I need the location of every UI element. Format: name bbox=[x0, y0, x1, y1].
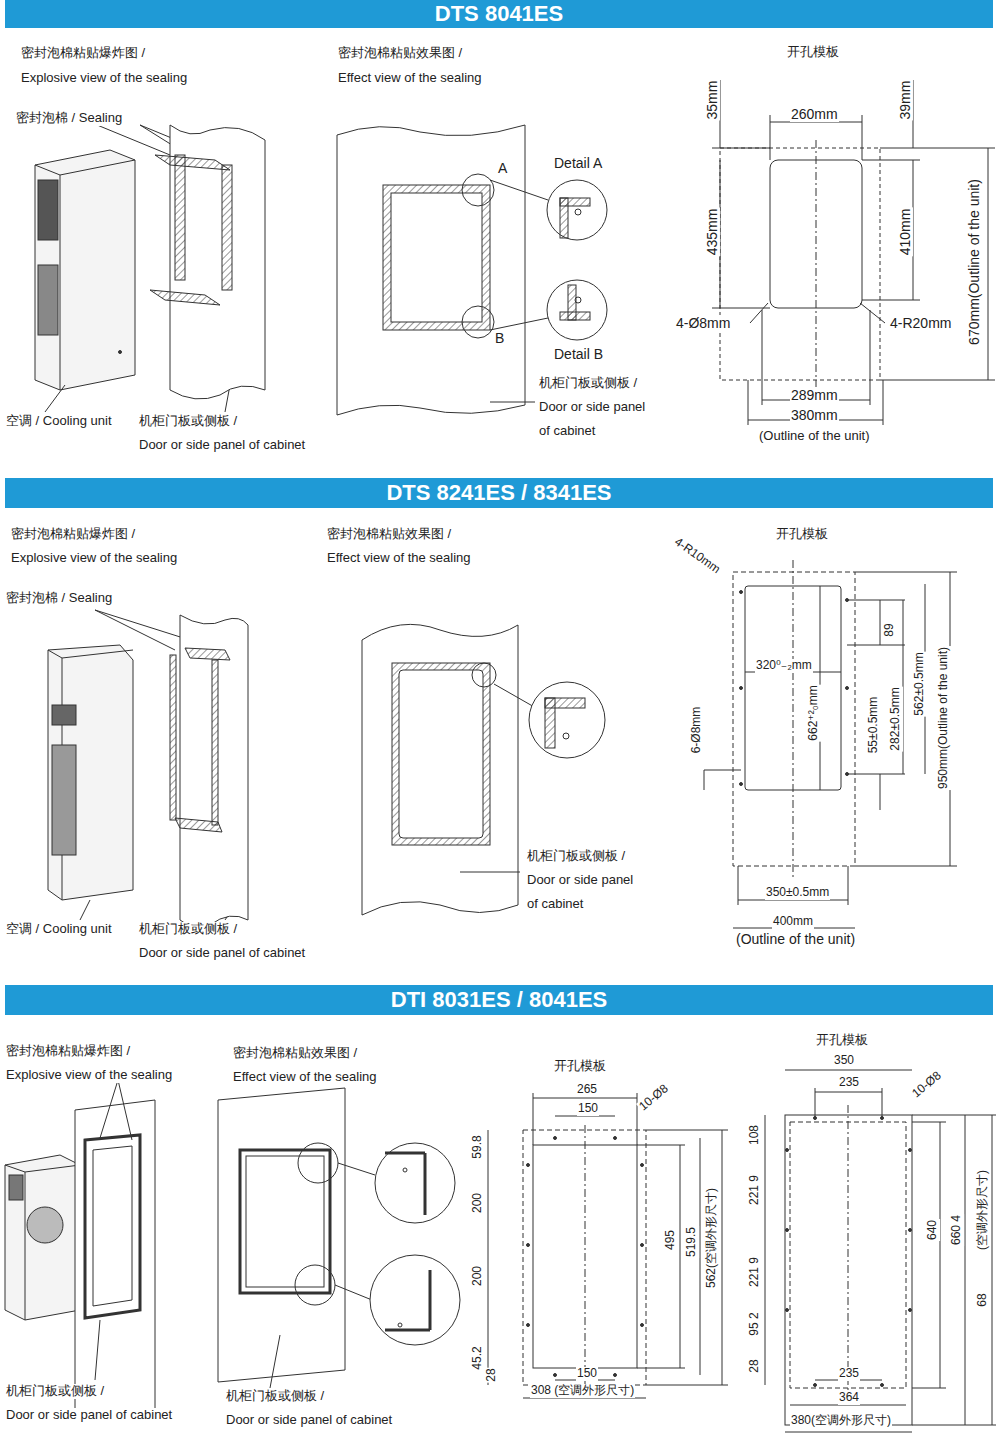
drawing-label: 45.2 bbox=[471, 1345, 485, 1370]
drawing-label: 235 bbox=[838, 1367, 860, 1381]
drawing-label: 660 4 bbox=[950, 1214, 964, 1246]
drawing-label: 机柜门板或侧板 / bbox=[138, 414, 238, 429]
section-title: DTS 8241ES / 8341ES bbox=[386, 480, 611, 506]
drawing-label: 空调 / Cooling unit bbox=[5, 414, 113, 429]
drawing-label: 机柜门板或侧板 / bbox=[526, 849, 626, 864]
drawing-label: of cabinet bbox=[538, 424, 596, 439]
drawing-label: Explosive view of the sealing bbox=[5, 1068, 173, 1083]
cooling-unit bbox=[35, 150, 135, 390]
drawing-label: 289mm bbox=[790, 387, 839, 403]
drawing-label: 562(空调外形尺寸) bbox=[705, 1187, 719, 1289]
drawing-label: 260mm bbox=[790, 106, 839, 122]
drawing-label: 380(空调外形尺寸) bbox=[790, 1414, 892, 1428]
drawing-label: 95 2 bbox=[748, 1311, 762, 1336]
drawing-label: (空调外形尺寸) bbox=[976, 1169, 990, 1251]
drawing-label: 350±0.5mm bbox=[765, 886, 830, 900]
drawing-label: 221 9 bbox=[748, 1174, 762, 1206]
drawing-label: 39mm bbox=[897, 80, 913, 121]
drawing-label: Detail A bbox=[553, 155, 603, 171]
drawing-label: 410mm bbox=[897, 208, 913, 257]
drawing-label: 10-Ø8 bbox=[909, 1068, 945, 1101]
drawing-label: 400mm bbox=[772, 915, 814, 929]
drawing-label: of cabinet bbox=[526, 897, 584, 912]
drawing-label: Door or side panel bbox=[538, 400, 646, 415]
drawing-label: 350 bbox=[833, 1054, 855, 1068]
drawing-label: 562±0.5mm bbox=[913, 651, 927, 716]
drawing-label: 380mm bbox=[790, 407, 839, 423]
drawing-label: 55±0.5mm bbox=[867, 696, 881, 755]
drawing-label: Effect view of the sealing bbox=[232, 1070, 378, 1085]
section-title: DTI 8031ES / 8041ES bbox=[391, 987, 607, 1013]
drawing-label: Door or side panel of cabinet bbox=[225, 1413, 393, 1428]
drawing-label: 150 bbox=[576, 1367, 598, 1381]
drawing-label: Explosive view of the sealing bbox=[10, 551, 178, 566]
drawing-label: 59.8 bbox=[471, 1134, 485, 1159]
cooling-unit bbox=[48, 645, 133, 900]
drawing-label: 150 bbox=[577, 1102, 599, 1116]
drawing-label: Detail B bbox=[553, 346, 604, 362]
drawing-label: Door or side panel of cabinet bbox=[138, 946, 306, 961]
drawing-label: Explosive view of the sealing bbox=[20, 71, 188, 86]
section-band: DTI 8031ES / 8041ES bbox=[5, 985, 993, 1015]
drawing-label: 364 bbox=[838, 1391, 860, 1405]
drawing-label: 200 bbox=[471, 1265, 485, 1287]
drawing-label: 密封泡棉粘贴效果图 / bbox=[326, 527, 452, 542]
drawing-label: 28 bbox=[485, 1367, 499, 1382]
drawing-label: 670mm(Outline of the unit) bbox=[966, 178, 982, 346]
drawing-label: 机柜门板或侧板 / bbox=[138, 922, 238, 937]
drawing-label: 开孔模板 bbox=[786, 45, 840, 60]
drawing-label: 开孔模板 bbox=[815, 1033, 869, 1048]
drawing-label: 519.5 bbox=[685, 1226, 699, 1258]
drawing-label: (Outline of the unit) bbox=[735, 931, 856, 947]
drawing-label: 开孔模板 bbox=[775, 527, 829, 542]
drawing-label: 4-R10mm bbox=[671, 535, 724, 578]
section-band: DTS 8041ES bbox=[5, 0, 993, 28]
drawing-label: 282±0.5mm bbox=[889, 686, 903, 751]
section-title: DTS 8041ES bbox=[435, 1, 563, 27]
drawing-label: 机柜门板或侧板 / bbox=[225, 1389, 325, 1404]
drawing-label: 435mm bbox=[704, 208, 720, 257]
drawing-label: B bbox=[494, 330, 505, 346]
drawing-label: 308 (空调外形尺寸) bbox=[530, 1384, 635, 1398]
drawing-label: 35mm bbox=[704, 80, 720, 121]
drawing-label: Door or side panel of cabinet bbox=[5, 1408, 173, 1423]
drawing-label: 开孔模板 bbox=[553, 1059, 607, 1074]
drawing-label: 200 bbox=[471, 1192, 485, 1214]
drawing-label: 机柜门板或侧板 / bbox=[5, 1384, 105, 1399]
drawing-label: Effect view of the sealing bbox=[337, 71, 483, 86]
drawing-label: 320⁰₋₂mm bbox=[755, 659, 813, 673]
drawing-label: Door or side panel of cabinet bbox=[138, 438, 306, 453]
drawing-label: 4-R20mm bbox=[889, 315, 952, 331]
drawing-label: 640 bbox=[926, 1219, 940, 1241]
drawing-label: 密封泡棉粘贴爆炸图 / bbox=[20, 46, 146, 61]
drawing-label: 6-Ø8mm bbox=[690, 706, 704, 755]
drawing-label: 空调 / Cooling unit bbox=[5, 922, 113, 937]
drawing-label: Door or side panel bbox=[526, 873, 634, 888]
drawing-label: 密封泡棉粘贴效果图 / bbox=[232, 1046, 358, 1061]
drawing-label: 235 bbox=[838, 1076, 860, 1090]
drawing-label: 221 9 bbox=[748, 1256, 762, 1288]
drawing-label: 密封泡棉粘贴爆炸图 / bbox=[10, 527, 136, 542]
drawing-label: 950mm(Outline of the unit) bbox=[937, 646, 951, 790]
drawing-label: A bbox=[497, 160, 508, 176]
drawing-label: 265 bbox=[576, 1083, 598, 1097]
drawing-label: 密封泡棉粘贴效果图 / bbox=[337, 46, 463, 61]
drawing-label: 密封泡棉 / Sealing bbox=[15, 111, 123, 126]
cooling-unit bbox=[5, 1155, 80, 1320]
drawing-label: 495 bbox=[664, 1229, 678, 1251]
drawing-label: 机柜门板或侧板 / bbox=[538, 376, 638, 391]
drawing-label: (Outline of the unit) bbox=[758, 429, 871, 444]
drawing-label: 68 bbox=[976, 1292, 990, 1307]
drawing-label: 密封泡棉粘贴爆炸图 / bbox=[5, 1044, 131, 1059]
drawing-label: 密封泡棉 / Sealing bbox=[5, 591, 113, 606]
drawing-label: 108 bbox=[748, 1124, 762, 1146]
drawing-label: Effect view of the sealing bbox=[326, 551, 472, 566]
drawing-label: 4-Ø8mm bbox=[675, 315, 731, 331]
drawing-label: 10-Ø8 bbox=[636, 1081, 672, 1114]
drawing-label: 662⁺²₀mm bbox=[807, 684, 821, 741]
drawing-label: 89 bbox=[883, 622, 897, 637]
drawing-label: 28 bbox=[748, 1358, 762, 1373]
section-band: DTS 8241ES / 8341ES bbox=[5, 478, 993, 508]
